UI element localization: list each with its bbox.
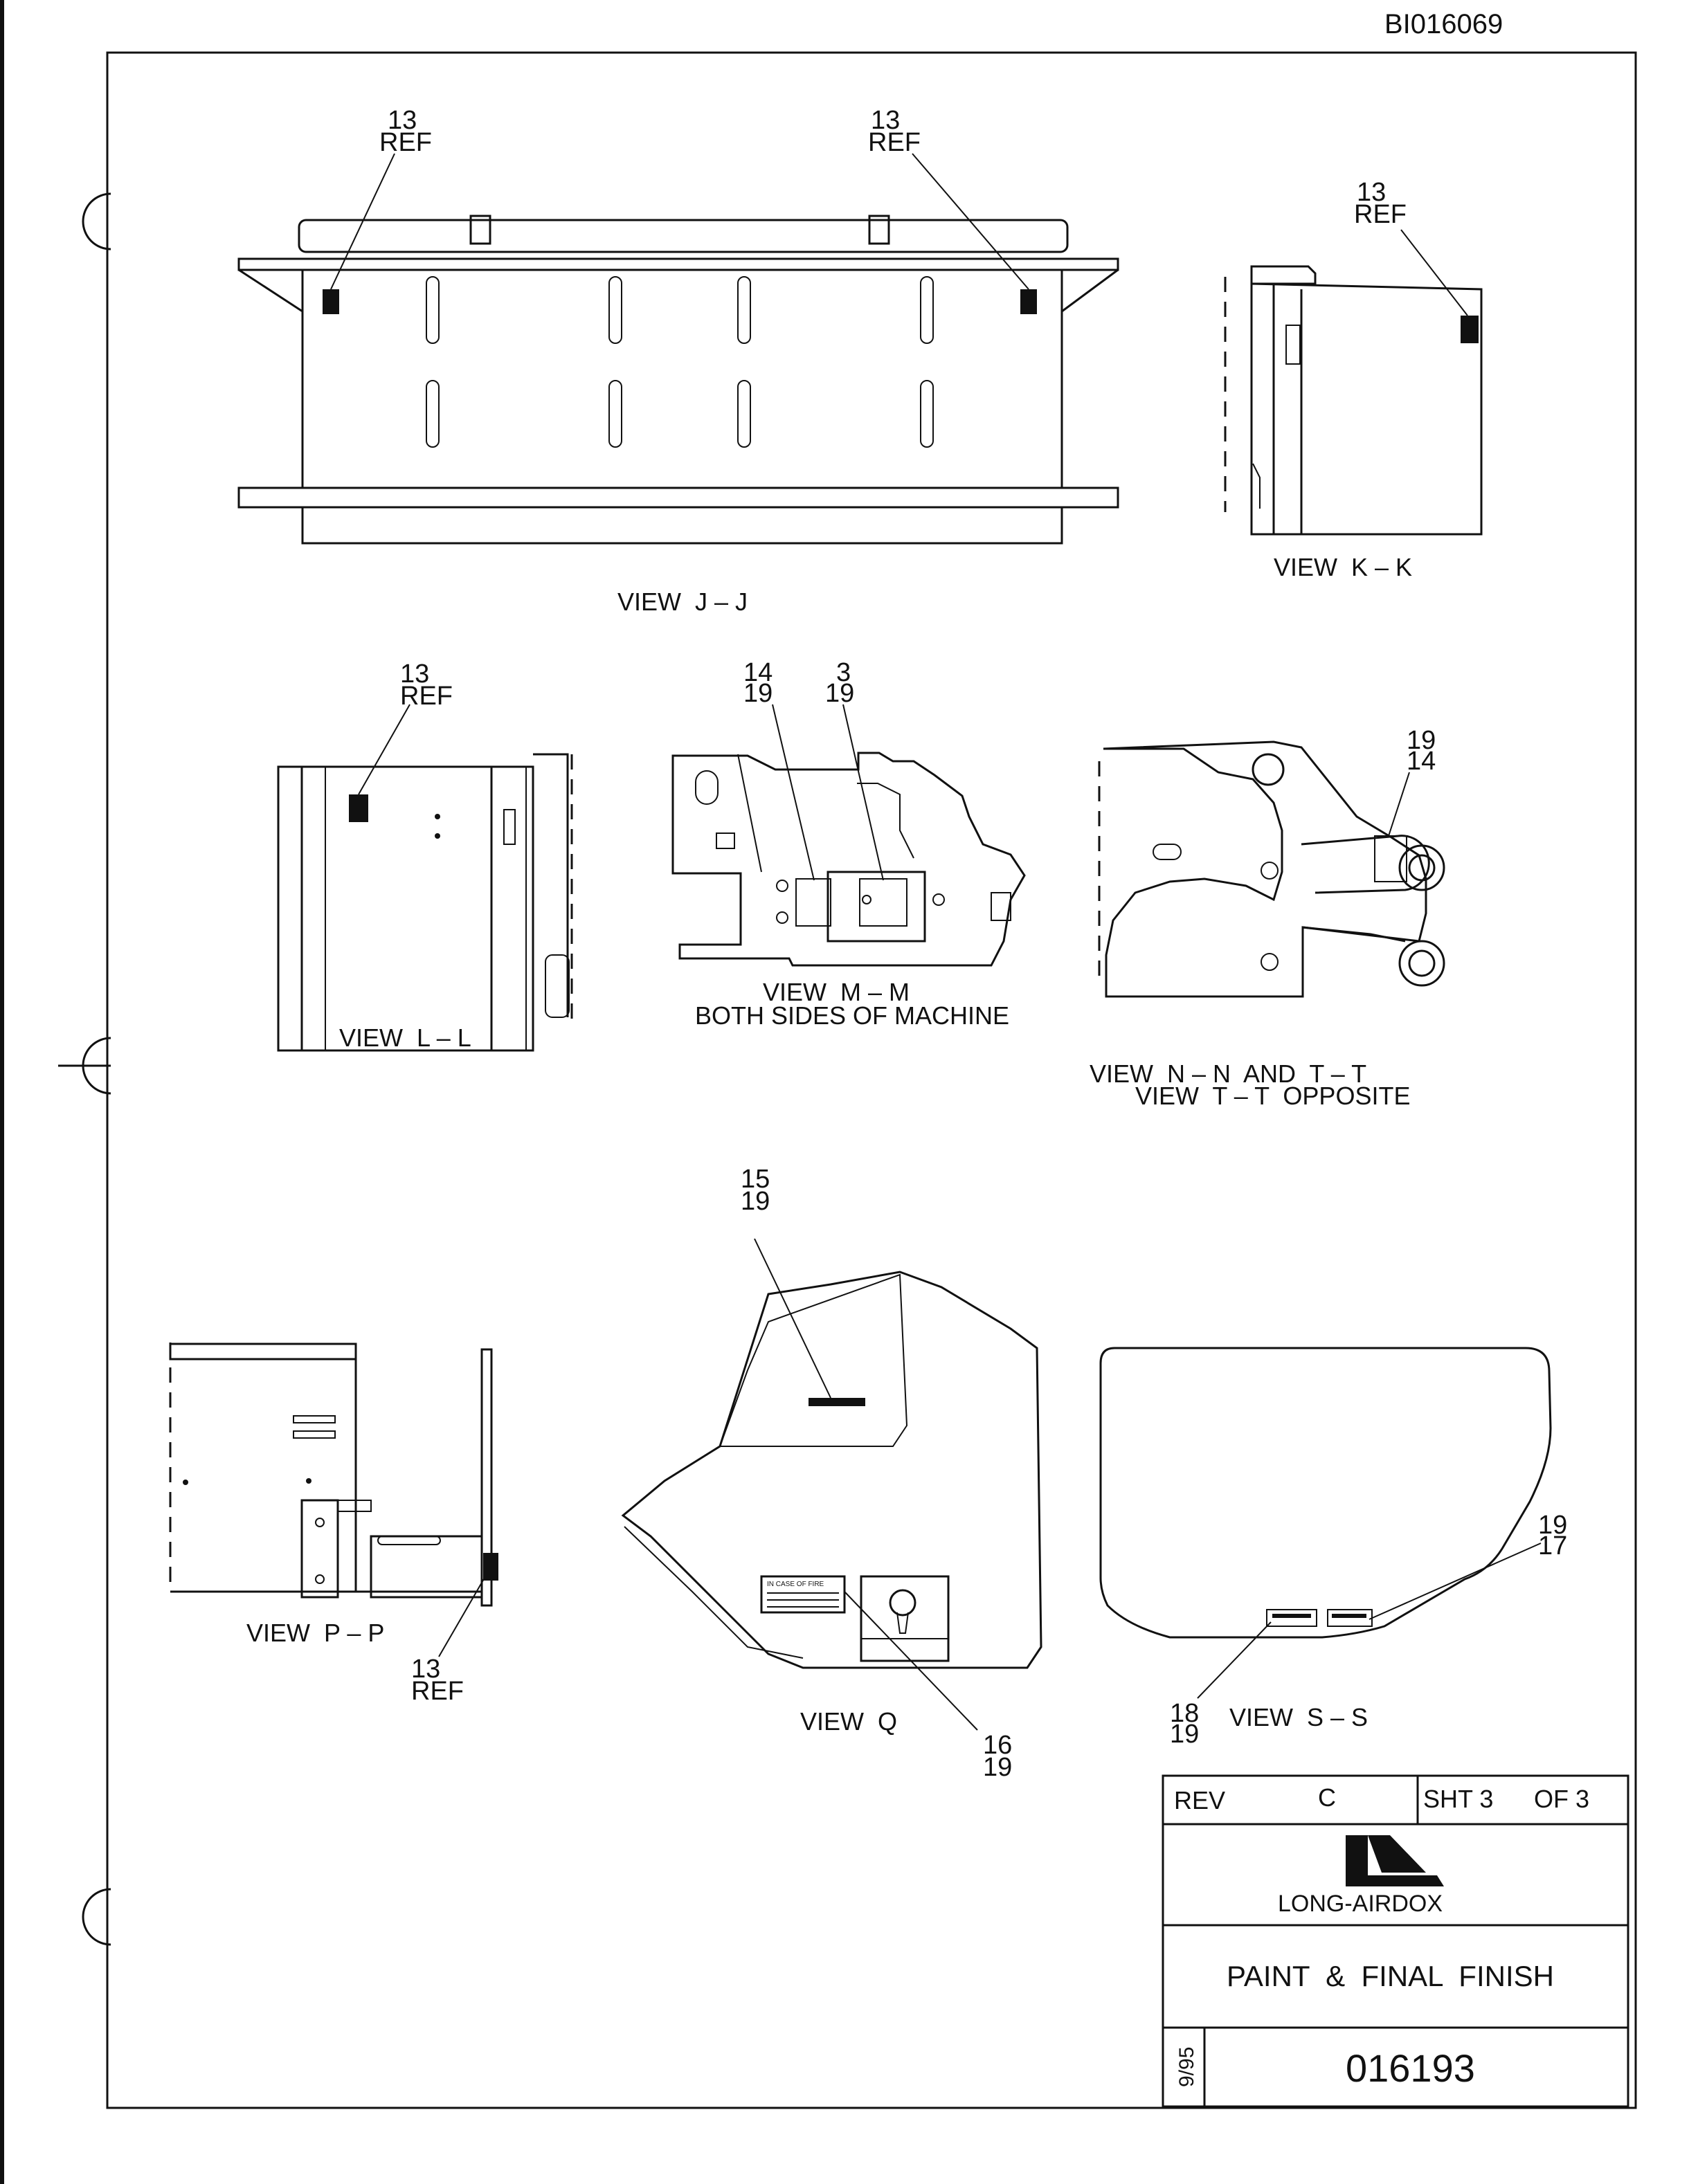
- view-jj: [237, 153, 1119, 545]
- view-q-title: VIEW Q: [800, 1707, 897, 1736]
- callout-ss-left-1: 18: [1170, 1699, 1199, 1728]
- revision-date: 9/95: [1175, 2047, 1198, 2087]
- callout-nn-1: 19: [1407, 726, 1436, 755]
- callout-ss-left-2: 19: [1170, 1720, 1199, 1749]
- callout-jj-left-2: REF: [379, 128, 432, 157]
- view-kk-title: VIEW K – K: [1274, 553, 1412, 581]
- drawing-title: PAINT & FINAL FINISH: [1227, 1960, 1554, 1992]
- callout-mm-a-2: 19: [743, 679, 773, 708]
- sheet-number: SHT 3: [1423, 1785, 1493, 1813]
- callout-q-top-2: 19: [741, 1187, 770, 1216]
- callout-mm-b-2: 19: [825, 679, 854, 708]
- decal-q-text: IN CASE OF FIRE: [767, 1581, 824, 1588]
- callout-ss-right-1: 19: [1538, 1511, 1567, 1540]
- callout-pp-2: REF: [411, 1677, 464, 1706]
- view-ss-title: VIEW S – S: [1229, 1703, 1368, 1731]
- company-name: LONG-AIRDOX: [1278, 1891, 1443, 1917]
- callout-kk-2: REF: [1354, 200, 1407, 229]
- view-ss: [1099, 1347, 1552, 1699]
- callout-pp-1: 13: [411, 1655, 440, 1684]
- view-kk: [1224, 229, 1483, 536]
- company-logo: [1346, 1835, 1444, 1886]
- view-mm-title: VIEW M – M: [763, 978, 910, 1006]
- callout-ss-right-2: 17: [1538, 1531, 1567, 1560]
- callout-ll-1: 13: [400, 659, 429, 689]
- callout-jj-right-1: 13: [871, 106, 900, 135]
- view-mm: [671, 704, 1026, 967]
- title-block: [1162, 1774, 1629, 2108]
- callout-kk-1: 13: [1357, 178, 1386, 207]
- callout-q-bottom-2: 19: [983, 1753, 1012, 1782]
- callout-jj-left-1: 13: [388, 106, 417, 135]
- callout-q-top-1: 15: [741, 1165, 770, 1194]
- callout-jj-right-2: REF: [868, 128, 921, 157]
- view-ll: [277, 704, 573, 1052]
- rev-label: REV: [1174, 1786, 1225, 1814]
- rev-value: C: [1318, 1783, 1336, 1812]
- callout-ll-2: REF: [400, 682, 453, 711]
- drawing-number: 016193: [1346, 2046, 1475, 2090]
- callout-mm-b-1: 3: [836, 658, 851, 687]
- view-q: IN CASE OF FIRE: [621, 1238, 1042, 1731]
- binder-edge: [0, 0, 111, 2184]
- document-id: BI016069: [1384, 9, 1503, 39]
- callout-nn-2: 14: [1407, 747, 1436, 776]
- view-jj-title: VIEW J – J: [617, 588, 748, 616]
- view-mm-subtitle: BOTH SIDES OF MACHINE: [695, 1001, 1009, 1030]
- view-nn: [1098, 740, 1445, 998]
- view-pp: [169, 1343, 498, 1657]
- sheet-of: OF 3: [1534, 1785, 1589, 1813]
- view-nn-subtitle: VIEW T – T OPPOSITE: [1135, 1082, 1410, 1110]
- view-ll-title: VIEW L – L: [339, 1023, 471, 1052]
- callout-mm-a-1: 14: [743, 658, 773, 687]
- drawing-border: [106, 51, 1637, 2109]
- view-pp-title: VIEW P – P: [246, 1619, 384, 1647]
- view-nn-title: VIEW N – N AND T – T: [1090, 1059, 1366, 1088]
- callout-q-bottom-1: 16: [983, 1731, 1012, 1760]
